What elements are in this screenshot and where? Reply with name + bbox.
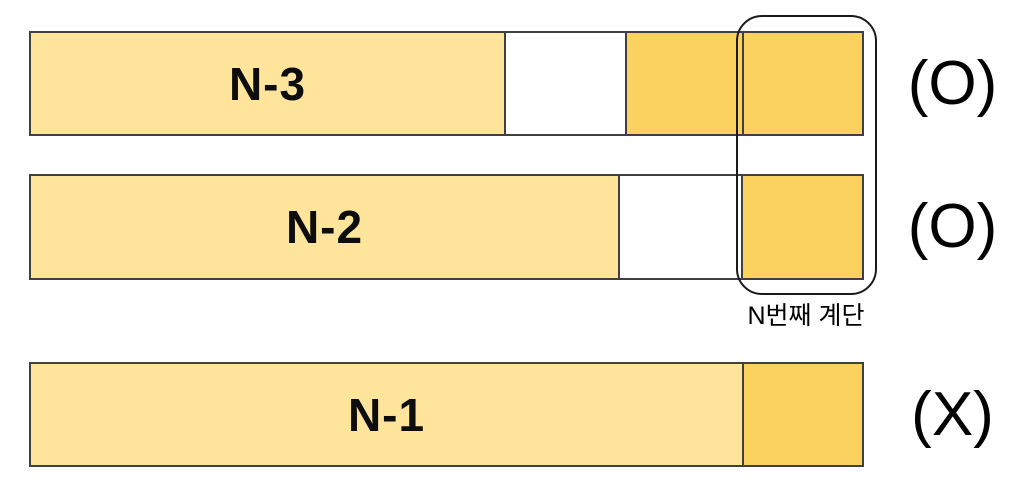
impossible-mark-n1: (X) xyxy=(911,379,994,449)
nth-stair-caption: N번째 계단 xyxy=(747,302,865,330)
segment-nth-stair xyxy=(741,174,864,280)
segment-reached-run: N-2 xyxy=(29,174,620,280)
bar-label-n3: N-3 xyxy=(228,57,307,110)
bar-label-n1: N-1 xyxy=(347,388,426,441)
bar-n1: N-1 xyxy=(29,362,864,467)
segment-nth-stair xyxy=(742,31,864,136)
segment-skipped-stair xyxy=(504,31,627,136)
possible-mark-n3: (O) xyxy=(907,48,998,118)
bar-n3: N-3 xyxy=(29,31,864,136)
segment-skipped-stair xyxy=(618,174,743,280)
segment-reached-run: N-3 xyxy=(29,31,506,136)
bar-n2: N-2 xyxy=(29,174,864,280)
segment-reached-run: N-1 xyxy=(29,362,744,467)
nth-stair-outline xyxy=(736,15,877,295)
segment-stepped-stair xyxy=(625,31,744,136)
segment-nth-stair xyxy=(742,362,864,467)
possible-mark-n2: (O) xyxy=(907,192,998,261)
bar-label-n2: N-2 xyxy=(285,201,364,253)
